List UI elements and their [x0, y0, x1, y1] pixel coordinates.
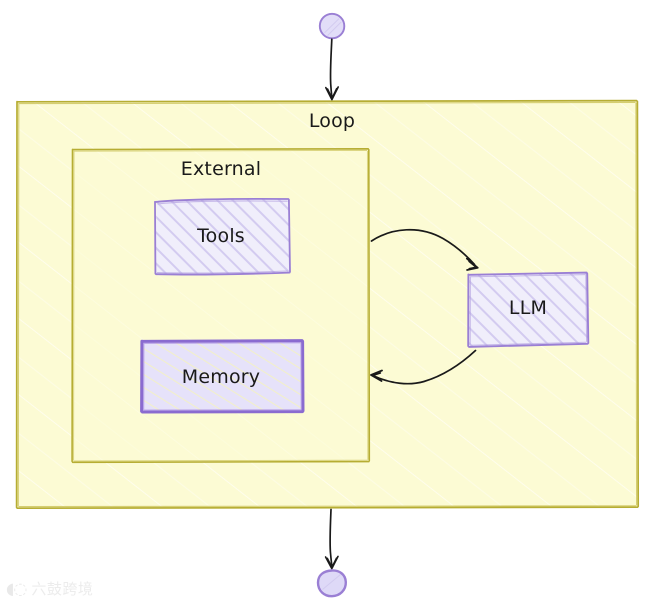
edge-loop-to-end	[324, 508, 339, 570]
edge-external-to-llm	[370, 228, 479, 271]
node-memory	[140, 339, 305, 414]
node-llm	[467, 271, 590, 348]
node-tools	[154, 197, 291, 276]
start-node	[318, 12, 346, 40]
end-node	[316, 569, 348, 598]
container-external	[71, 148, 371, 464]
edge-llm-to-external	[370, 349, 477, 385]
edge-start-to-loop	[325, 38, 339, 101]
